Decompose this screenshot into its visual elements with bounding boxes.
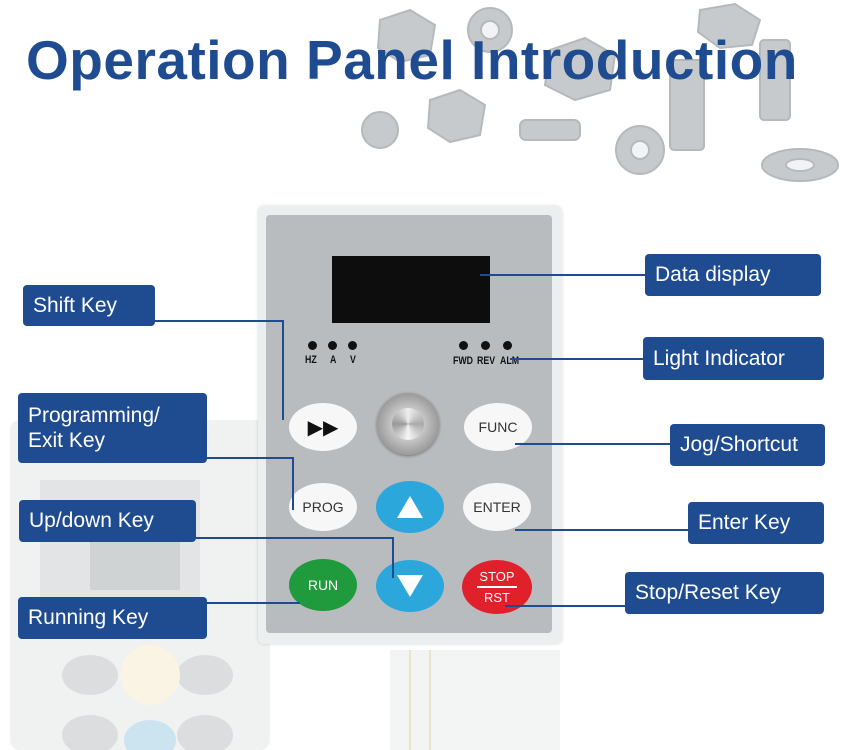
prog-key-button[interactable]: PROG [289, 483, 357, 531]
light-indicator-callout: Light Indicator [643, 337, 824, 380]
stop-key-label: STOP [479, 569, 515, 585]
run-key-button[interactable]: RUN [289, 559, 357, 611]
alm-indicator-dot [503, 341, 512, 350]
data-display-screen [332, 256, 490, 323]
down-arrow-icon [397, 575, 423, 597]
rev-indicator-label: REV [477, 355, 496, 367]
running-key-callout: Running Key [18, 597, 207, 639]
rev-indicator-dot [481, 341, 490, 350]
programming-exit-leader [207, 457, 294, 510]
v-indicator-dot [348, 341, 357, 350]
background-hardware-image [361, 2, 839, 182]
page-title: Operation Panel Introduction [26, 29, 798, 91]
background-device-image-2 [390, 650, 560, 750]
shift-key-callout: Shift Key [23, 285, 155, 326]
enter-key-button[interactable]: ENTER [463, 483, 531, 531]
a-indicator-label: A [330, 354, 337, 366]
down-key-button[interactable] [376, 560, 444, 612]
stop-key-divider [477, 586, 517, 588]
hz-indicator-dot [308, 341, 317, 350]
shift-key-button[interactable]: ▶▶ [289, 403, 357, 451]
stop-reset-key-callout: Stop/Reset Key [625, 572, 824, 614]
shift-key-leader [155, 320, 284, 420]
reset-key-label: RST [484, 589, 510, 605]
data-display-callout: Data display [645, 254, 821, 296]
fwd-indicator-dot [459, 341, 468, 350]
up-down-key-callout: Up/down Key [19, 500, 196, 542]
fast-forward-icon: ▶▶ [307, 416, 339, 439]
programming-exit-key-callout: Programming/ Exit Key [18, 393, 207, 463]
programming-exit-line2: Exit Key [28, 429, 106, 452]
knob-center [392, 408, 424, 440]
enter-key-callout: Enter Key [688, 502, 824, 544]
run-key-label: RUN [307, 577, 339, 593]
a-indicator-dot [328, 341, 337, 350]
func-key-label: FUNC [478, 419, 518, 435]
enter-key-label: ENTER [473, 499, 521, 515]
prog-key-label: PROG [302, 499, 344, 515]
up-down-leader [195, 537, 394, 578]
up-arrow-icon [397, 496, 423, 518]
jog-shortcut-callout: Jog/Shortcut [670, 424, 825, 466]
v-indicator-label: V [350, 354, 356, 366]
fwd-indicator-label: FWD [453, 355, 474, 367]
programming-exit-line1: Programming/ [28, 404, 160, 427]
hz-indicator-label: HZ [305, 354, 317, 366]
up-key-button[interactable] [376, 481, 444, 533]
